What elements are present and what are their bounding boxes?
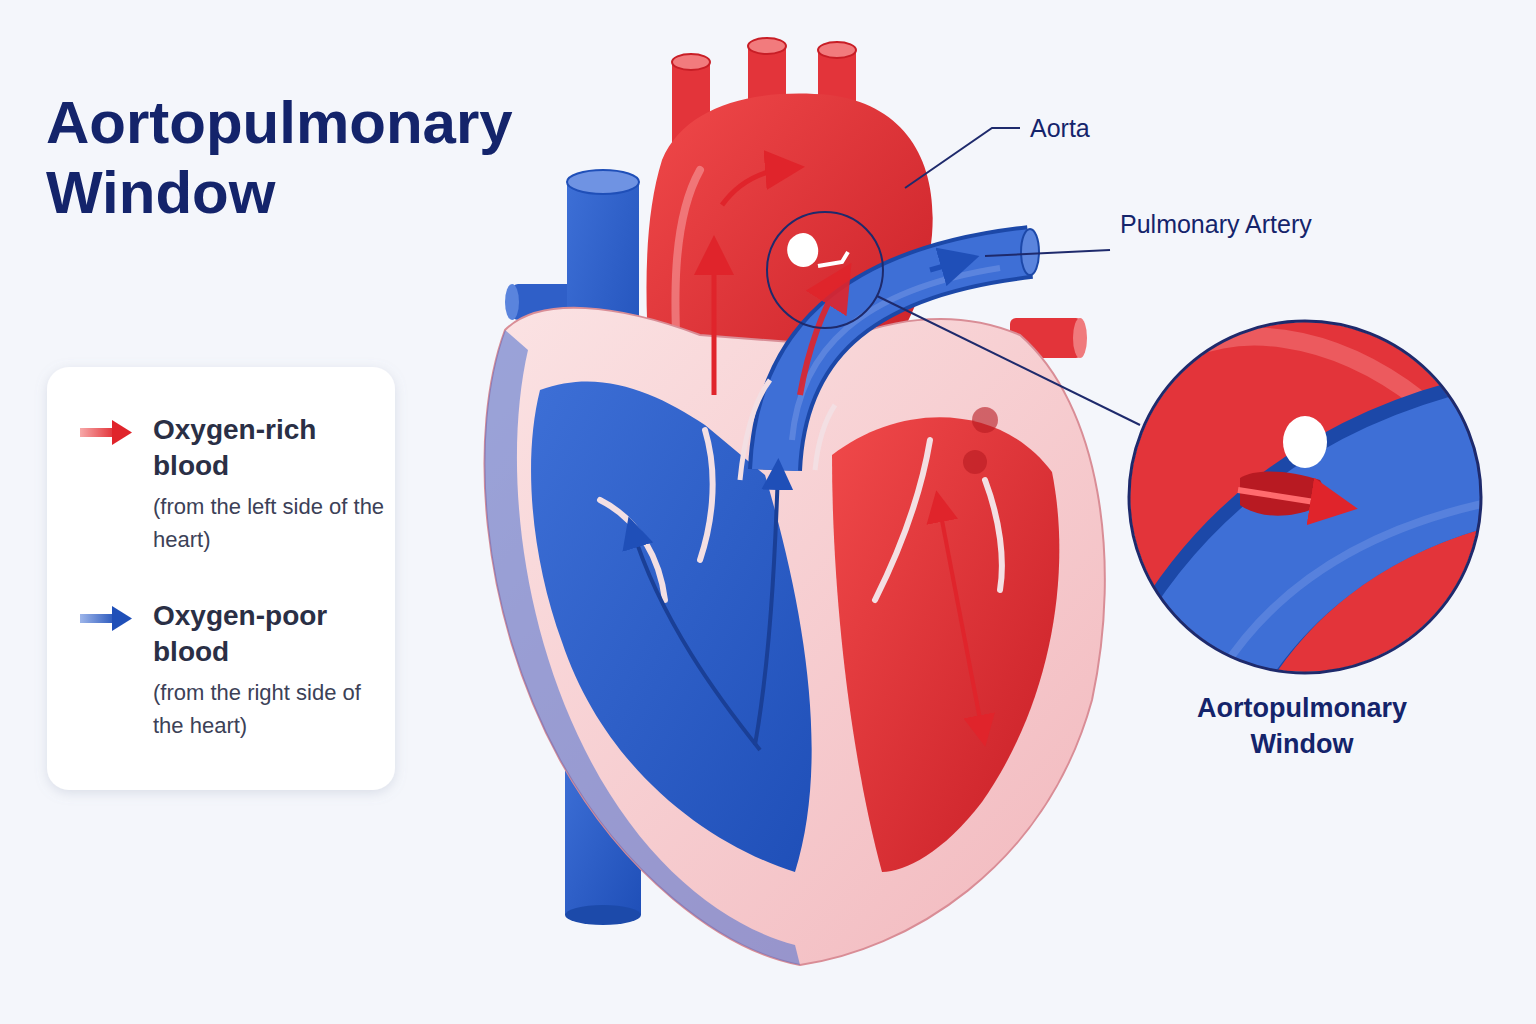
leader-line: [985, 250, 1110, 256]
left-ventricle: [832, 417, 1059, 872]
pulmonary-artery: [775, 229, 1039, 470]
legend-arrow-red: [80, 420, 132, 445]
window-defect: [787, 233, 818, 267]
legend-text: Oxygen-poor blood: [153, 598, 368, 670]
legend-panel: [47, 367, 395, 790]
legend-arrow-blue: [80, 606, 132, 631]
inset-label: Aortopulmonary Window: [1152, 690, 1452, 762]
part-label: Pulmonary Artery: [1120, 208, 1320, 241]
zoom-inset: [1120, 310, 1510, 700]
legend-text: Oxygen-rich blood: [153, 412, 368, 484]
zoom-circle: [1129, 321, 1481, 673]
focus-circle: [767, 212, 883, 328]
legend-note: (from the left side of the heart): [153, 490, 385, 556]
zoom-leader: [877, 296, 1140, 425]
diagram-title: Aortopulmonary Window: [46, 88, 606, 228]
legend-note: (from the right side of the heart): [153, 676, 385, 742]
leader-line: [905, 128, 1020, 188]
part-label: Aorta: [1030, 112, 1210, 144]
